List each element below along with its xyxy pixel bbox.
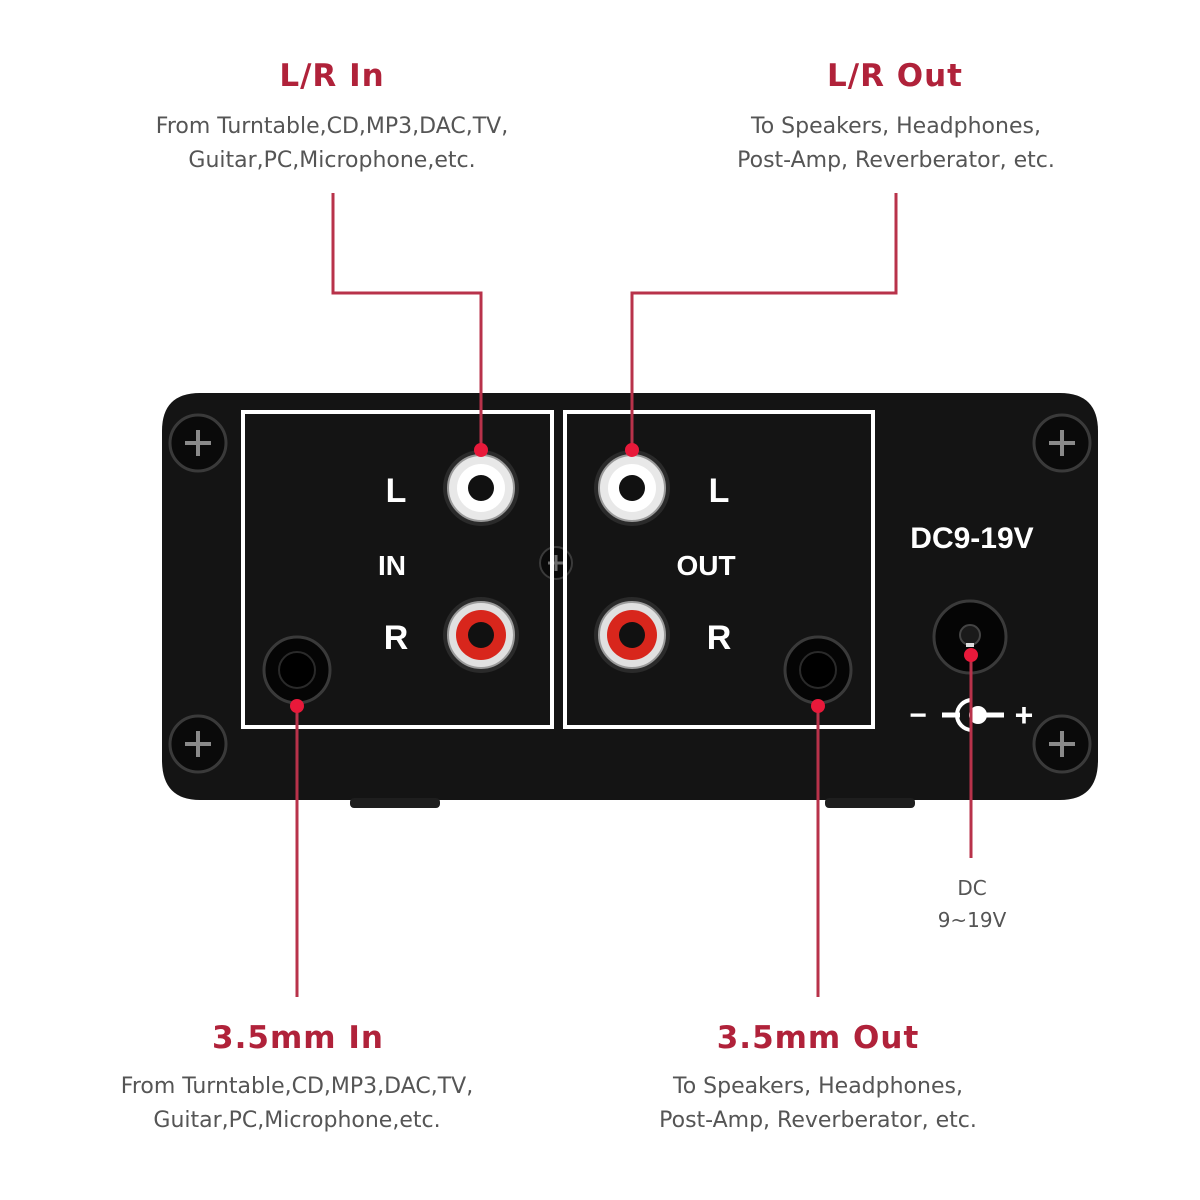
foot-left <box>350 798 440 808</box>
rca-out-left-jack[interactable] <box>594 450 670 526</box>
foot-right <box>825 798 915 808</box>
lr-in-marker <box>474 443 488 457</box>
lr-in-title: L/R In <box>279 58 385 94</box>
lr-out-description: To Speakers, Headphones, Post-Amp, Rever… <box>737 114 1055 173</box>
power-label: DC9-19V <box>910 522 1033 555</box>
rca-out-right-jack[interactable] <box>594 597 670 673</box>
3-5mm-out-jack[interactable] <box>783 635 853 705</box>
screw-icon <box>539 546 573 580</box>
3-5mm-out-description: To Speakers, Headphones, Post-Amp, Rever… <box>659 1074 977 1133</box>
screw-icon <box>168 714 228 774</box>
3-5mm-out-title: 3.5mm Out <box>716 1020 920 1056</box>
polarity-plus: + <box>1015 697 1034 733</box>
dc-polarity-icon: − + <box>909 697 1033 733</box>
out-panel-frame <box>563 410 875 729</box>
3-5mm-out-marker <box>811 699 825 713</box>
screw-icon <box>168 413 228 473</box>
lr-in-description: From Turntable,CD,MP3,DAC,TV, Guitar,PC,… <box>155 114 509 173</box>
3-5mm-in-title: 3.5mm In <box>212 1020 384 1056</box>
rca-in-left-jack[interactable] <box>443 450 519 526</box>
lr-in-leader <box>331 193 483 448</box>
3-5mm-in-description: From Turntable,CD,MP3,DAC,TV, Guitar,PC,… <box>120 1074 474 1133</box>
lr-out-leader <box>630 193 898 448</box>
lr-out-title: L/R Out <box>827 58 963 94</box>
out-l-label: L <box>709 472 730 510</box>
in-panel-frame <box>241 410 554 729</box>
dc-voltage-label: DC 9~19V <box>937 876 1007 932</box>
rca-in-right-jack[interactable] <box>443 597 519 673</box>
screw-icon <box>1032 413 1092 473</box>
3-5mm-in-jack[interactable] <box>262 635 332 705</box>
in-r-label: R <box>384 619 409 657</box>
leader-lines <box>295 193 973 997</box>
dc-marker <box>964 648 978 662</box>
in-l-label: L <box>386 472 407 510</box>
out-r-label: R <box>707 619 732 657</box>
out-section-label: OUT <box>676 550 735 581</box>
dc-power-jack[interactable] <box>932 599 1008 675</box>
lr-out-marker <box>625 443 639 457</box>
in-section-label: IN <box>378 550 406 581</box>
device-body <box>162 393 1098 808</box>
3-5mm-in-marker <box>290 699 304 713</box>
screw-icon <box>1032 714 1092 774</box>
polarity-minus: − <box>909 699 927 732</box>
